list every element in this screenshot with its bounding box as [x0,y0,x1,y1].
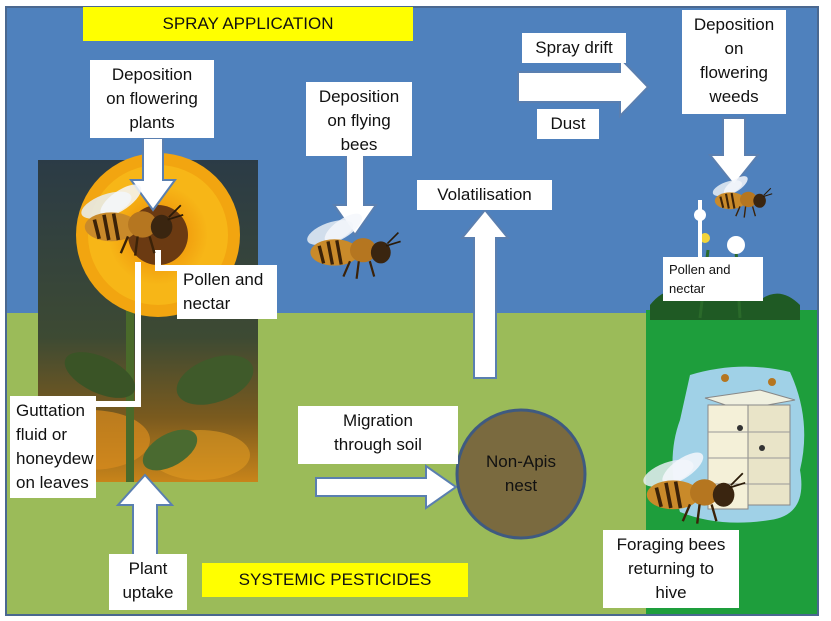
label-deposition-flying-bees: Deposition on flying bees [306,82,412,156]
label-plant-uptake: Plant uptake [109,554,187,610]
label-dust: Dust [537,109,599,139]
label-deposition-flowering-plants: Deposition on flowering plants [90,60,214,138]
arrow-down-weeds [707,117,761,187]
label-spray-drift: Spray drift [522,33,626,63]
pollen-connector [155,250,177,271]
arrow-up-plant-uptake [115,473,175,556]
guttation-connector [96,262,141,407]
label-pollen-nectar-weeds: Pollen and nectar [663,257,763,301]
label-pollen-nectar: Pollen and nectar [177,265,277,319]
label-guttation: Guttation fluid or honeydew on leaves [10,396,96,498]
arrow-down-plants [129,137,177,212]
label-migration-through-soil: Migration through soil [298,406,458,464]
banner-systemic-pesticides: SYSTEMIC PESTICIDES [202,563,468,597]
label-deposition-flowering-weeds: Deposition on flowering weeds [682,10,786,114]
arrow-up-volatilisation [459,208,511,379]
arrows [115,55,761,556]
label-foraging-bees: Foraging bees returning to hive [603,530,739,608]
label-volatilisation: Volatilisation [417,180,552,210]
arrow-down-flying-bees [332,154,378,237]
non-apis-nest-circle [455,408,587,540]
label-non-apis-nest: Non-Apis nest [486,452,556,495]
arrow-right-migration [315,464,458,510]
arrow-right-spray-drift [517,55,650,119]
banner-spray-application: SPRAY APPLICATION [83,7,413,41]
